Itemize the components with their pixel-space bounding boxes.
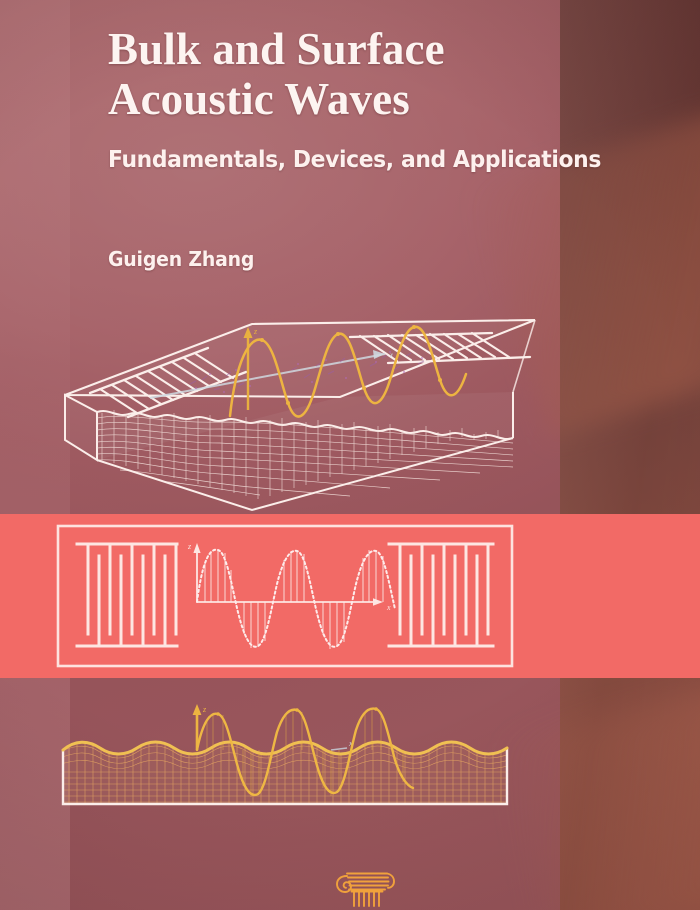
title-line-2: Acoustic Waves: [108, 74, 410, 124]
slab-front-face: [96, 392, 514, 460]
acoustic-wave-curve: [228, 325, 468, 418]
figure-frame: [56, 524, 514, 668]
axis-label-z: z: [253, 327, 258, 336]
plot-axes: [196, 548, 377, 603]
subtitle: Fundamentals, Devices, and Applications: [108, 145, 601, 173]
acoustic-wave-dotted: [196, 548, 396, 648]
z-axis-arrow-gold: z: [192, 704, 207, 750]
axis-label-x: x: [389, 351, 394, 359]
idt-right-comb: [387, 542, 495, 648]
idt-plan-svg: z x: [56, 524, 514, 668]
wave-peak-dots: [216, 707, 378, 716]
axis-label-x: x: [348, 739, 353, 748]
title-block: Bulk and Surface Acoustic Waves Fundamen…: [108, 24, 668, 271]
title-line-1: Bulk and Surface: [108, 24, 445, 74]
slab-bottom-edge: [96, 437, 514, 512]
axis-label-z: z: [187, 542, 192, 551]
x-axis-arrowhead: [373, 598, 383, 606]
wave-node-dots: [260, 325, 442, 405]
publisher-logo: [332, 862, 400, 907]
wavy-surface-edge: [96, 410, 514, 440]
z-axis-arrowhead: [193, 543, 201, 553]
cross-section-svg: z x: [61, 704, 509, 806]
idt-left-comb: [75, 542, 179, 648]
axis-label-z: z: [202, 705, 207, 714]
slab-far-right-edge: [512, 319, 536, 393]
particle-motion-speckle: [189, 350, 425, 394]
figure-idt-plan-view: z x: [55, 522, 515, 670]
figure-cross-section: z x: [55, 692, 515, 822]
slab-top-face: [64, 318, 536, 399]
coral-accent-band: [0, 514, 700, 678]
ionic-column-icon: [336, 872, 395, 907]
wave-stem-lines: [204, 550, 384, 649]
wave-stem-lines: [206, 708, 404, 797]
saw-device-svg: x z: [64, 318, 536, 512]
background-left-highlight: [0, 0, 70, 910]
substrate-frame: [61, 748, 509, 806]
axis-label-x: x: [386, 603, 391, 612]
x-axis-marker: x: [330, 739, 353, 751]
figure-saw-device-isometric: x z: [40, 300, 540, 512]
page-title: Bulk and Surface Acoustic Waves: [108, 24, 668, 124]
wavy-surface: [61, 740, 509, 756]
idt-left-transducer: [88, 346, 248, 419]
slab-left-face: [64, 393, 98, 462]
author-name: Guigen Zhang: [108, 247, 255, 271]
propagation-axis-arrow: x: [149, 350, 394, 399]
